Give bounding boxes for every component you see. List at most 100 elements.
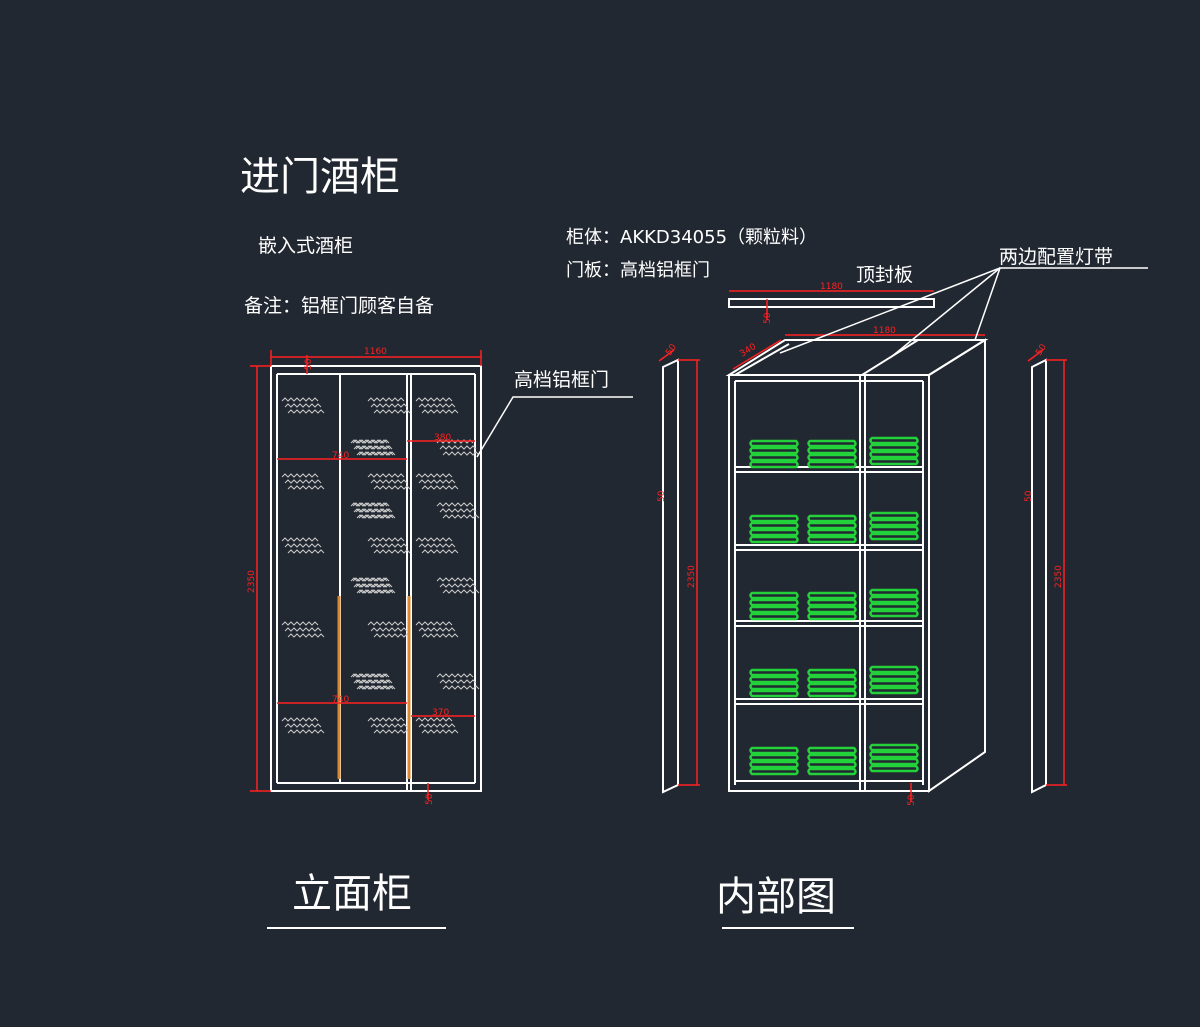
- glass-hatch-stroke: [350, 502, 388, 507]
- glass-hatch-stroke: [421, 485, 459, 490]
- glass-hatch-stroke: [418, 627, 456, 632]
- glass-hatch-stroke: [418, 403, 456, 408]
- glass-hatch-stroke: [352, 673, 390, 678]
- glass-hatch-stroke: [370, 403, 408, 408]
- glass-hatch-stroke: [418, 479, 456, 484]
- glass-hatch-stroke: [358, 514, 396, 519]
- note-text: 备注：铝框门顾客自备: [244, 295, 434, 317]
- glass-hatch: [352, 502, 396, 519]
- glass-hatch-stroke: [350, 577, 388, 582]
- wine-bottle-stack: [807, 668, 857, 698]
- wine-bottle: [869, 665, 919, 674]
- wine-bottle: [749, 668, 799, 677]
- wine-bottle: [869, 443, 919, 452]
- wine-bottle: [749, 760, 799, 769]
- wine-bottle-stack: [869, 743, 919, 773]
- glass-hatch: [281, 397, 325, 414]
- glass-hatch-stroke: [367, 621, 405, 626]
- wine-bottle: [869, 450, 919, 459]
- glass-hatch-stroke: [281, 473, 319, 478]
- light-strip-leader-1: [779, 267, 1001, 354]
- glass-hatch-stroke: [355, 583, 393, 588]
- top-panel: [728, 298, 935, 308]
- glass-hatch-stroke: [367, 473, 405, 478]
- glass-hatch: [436, 439, 480, 456]
- wine-bottle: [869, 532, 919, 541]
- wine-bottle: [807, 612, 857, 621]
- glass-hatch-stroke: [367, 537, 405, 542]
- dim-front-bottom: 50: [425, 793, 435, 805]
- wine-bottle: [807, 682, 857, 691]
- glass-hatch-stroke: [281, 397, 319, 402]
- elevation-label: 立面柜: [292, 871, 412, 917]
- glass-hatch: [436, 673, 480, 690]
- glass-hatch-stroke: [415, 537, 453, 542]
- light-strip-leader-3: [974, 267, 1001, 341]
- wine-bottle: [749, 675, 799, 684]
- wine-bottle: [807, 760, 857, 769]
- glass-hatch: [415, 717, 459, 734]
- dim-front-height: 2350: [247, 570, 257, 593]
- wine-bottle: [807, 668, 857, 677]
- wine-bottle-stacks: [749, 436, 919, 776]
- glass-hatch-stroke: [352, 577, 390, 582]
- dim-carcass-width: 1180: [873, 326, 896, 336]
- glass-hatch-stroke: [355, 445, 393, 450]
- wine-bottle: [749, 689, 799, 698]
- glass-hatch-stroke: [287, 485, 325, 490]
- wine-bottle: [869, 602, 919, 611]
- wine-bottle: [869, 525, 919, 534]
- wine-bottle: [749, 605, 799, 614]
- glass-hatch: [350, 439, 394, 456]
- glass-hatch-stroke: [421, 633, 459, 638]
- wine-bottle: [869, 511, 919, 520]
- wine-bottle-stack: [749, 668, 799, 698]
- wine-bottle-stack: [807, 439, 857, 469]
- glass-hatch-stroke: [353, 679, 391, 684]
- wine-bottle: [749, 528, 799, 537]
- carcass-side-face: [928, 338, 986, 793]
- glass-hatch-stroke: [370, 627, 408, 632]
- wine-bottle: [869, 743, 919, 752]
- glass-hatch-stroke: [352, 502, 390, 507]
- glass-hatch-stroke: [284, 543, 322, 548]
- dim-front-top: 50: [304, 358, 314, 370]
- wine-bottle: [749, 453, 799, 462]
- dim-side-left-mid: 50: [657, 490, 667, 502]
- cabinet-spec-text: 柜体：AKKD34055（颗粒料）: [566, 227, 817, 248]
- wine-bottle-stack: [749, 591, 799, 621]
- glass-hatch-stroke: [287, 549, 325, 554]
- glass-hatch-stroke: [439, 583, 477, 588]
- glass-hatch: [367, 717, 411, 734]
- wine-bottle-stack: [807, 746, 857, 776]
- dim-carcass-depth-line: [732, 339, 782, 370]
- glass-hatch: [367, 621, 411, 638]
- glass-hatch: [415, 397, 459, 414]
- glass-hatch: [367, 473, 411, 490]
- front-dimensions: [250, 350, 482, 800]
- glass-hatch-stroke: [287, 409, 325, 414]
- glass-hatch-stroke: [418, 543, 456, 548]
- wine-bottle: [869, 679, 919, 688]
- wine-bottle: [807, 446, 857, 455]
- wine-bottle-stack: [749, 439, 799, 469]
- dim-side-right-mid: 50: [1024, 490, 1034, 502]
- glass-hatch-stroke: [358, 685, 396, 690]
- glass-hatch-stroke: [350, 673, 388, 678]
- glass-hatch-stroke: [287, 633, 325, 638]
- wine-bottle: [807, 675, 857, 684]
- glass-hatch: [415, 621, 459, 638]
- glass-hatch-stroke: [356, 589, 394, 594]
- light-strip-leader-2: [889, 267, 1001, 359]
- glass-hatch-stroke: [367, 717, 405, 722]
- wine-bottle: [807, 746, 857, 755]
- glass-hatch-stroke: [439, 445, 477, 450]
- wine-bottle: [869, 595, 919, 604]
- wine-bottle: [807, 753, 857, 762]
- wine-bottle-stack: [807, 591, 857, 621]
- glass-hatch: [367, 537, 411, 554]
- glass-pattern: [281, 397, 480, 734]
- glass-hatch: [367, 397, 411, 414]
